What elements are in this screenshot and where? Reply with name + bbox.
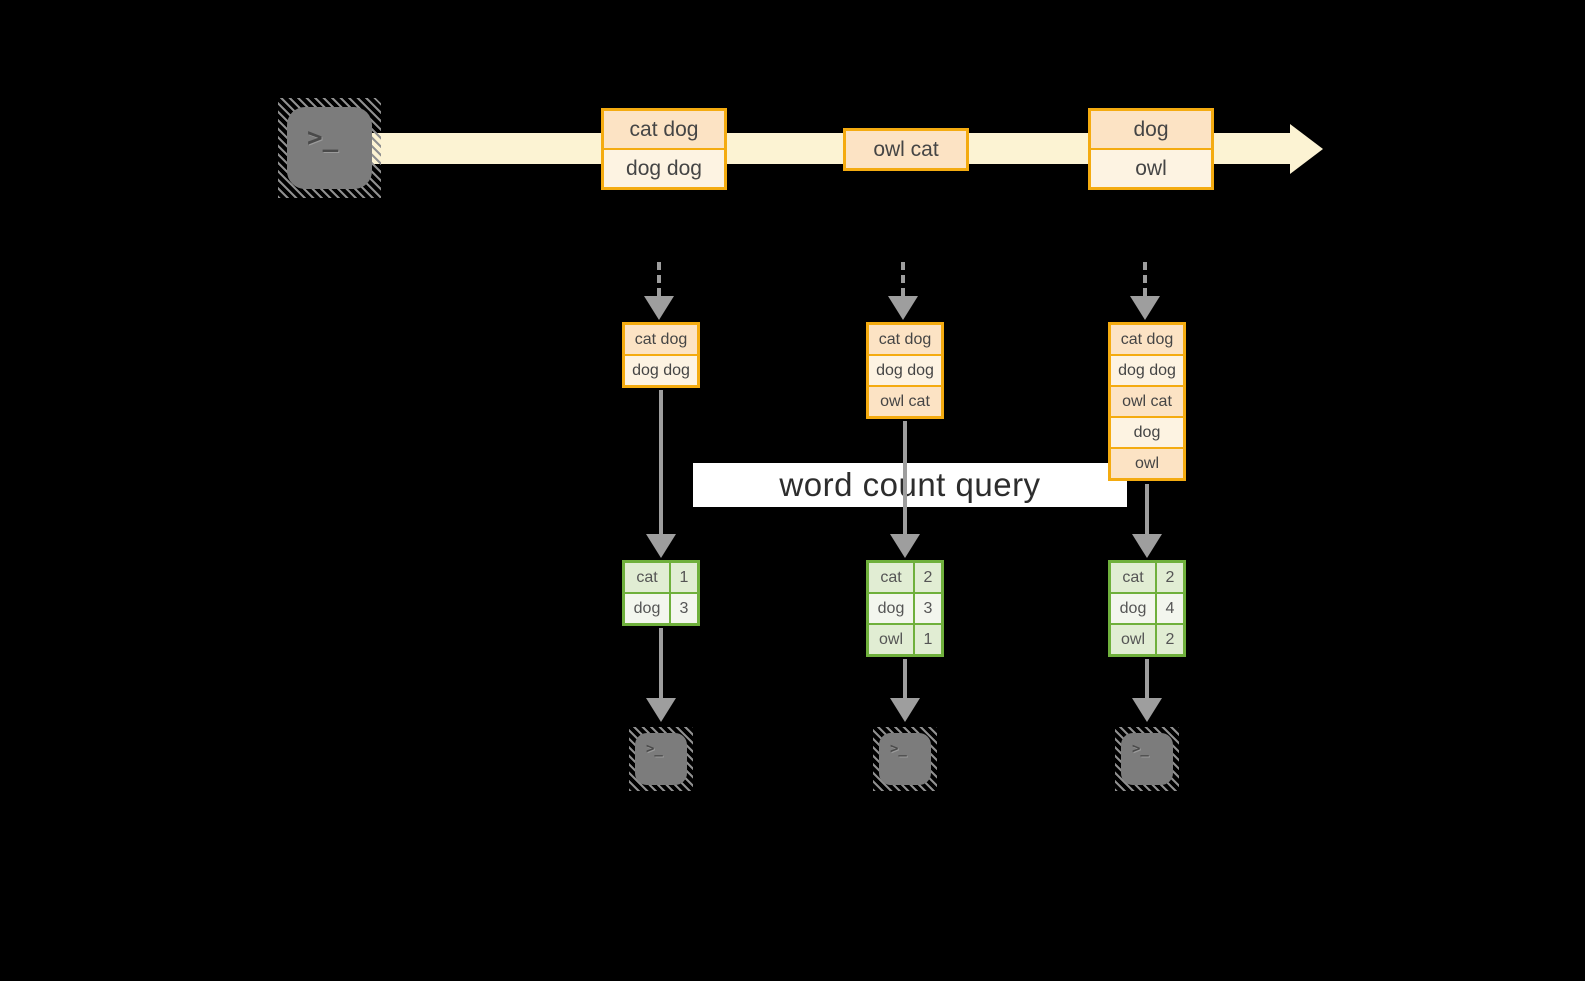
- record-cell: dog: [1111, 416, 1183, 447]
- query-arrow-line-3: [1145, 484, 1149, 536]
- terminal-source-icon: >_: [278, 98, 381, 198]
- dashed-arrow-head-2: [888, 296, 918, 320]
- stream-batch-2: owl cat: [843, 128, 969, 171]
- record-cell: cat dog: [604, 111, 724, 148]
- count-word: dog: [625, 594, 669, 623]
- output-arrow-line-1: [659, 628, 663, 698]
- output-arrow-line-3: [1145, 659, 1149, 698]
- record-cell: owl cat: [846, 131, 966, 168]
- terminal-prompt-icon: >_: [890, 741, 907, 757]
- terminal-prompt-icon: >_: [646, 741, 663, 757]
- count-word: dog: [869, 594, 913, 623]
- count-value: 2: [913, 563, 941, 592]
- record-cell: dog dog: [625, 354, 697, 385]
- terminal-output-icon-1: >_: [629, 727, 693, 791]
- count-word: dog: [1111, 594, 1155, 623]
- dashed-arrow-head-3: [1130, 296, 1160, 320]
- query-arrow-head-1: [646, 534, 676, 558]
- record-cell: cat dog: [625, 325, 697, 354]
- record-cell: owl cat: [869, 385, 941, 416]
- count-value: 3: [669, 594, 697, 623]
- query-arrow-head-2: [890, 534, 920, 558]
- record-cell: owl: [1091, 148, 1211, 187]
- count-value: 1: [913, 625, 941, 654]
- terminal-prompt-icon: >_: [307, 123, 339, 153]
- dashed-arrow-line-1: [657, 262, 661, 296]
- dashed-arrow-head-1: [644, 296, 674, 320]
- count-value: 2: [1155, 625, 1183, 654]
- dashed-arrow-line-3: [1143, 262, 1147, 296]
- output-arrow-head-1: [646, 698, 676, 722]
- count-word: cat: [625, 563, 669, 592]
- count-value: 1: [669, 563, 697, 592]
- terminal-screen: >_: [1121, 733, 1173, 785]
- count-value: 2: [1155, 563, 1183, 592]
- record-cell: dog dog: [1111, 354, 1183, 385]
- output-arrow-line-2: [903, 659, 907, 698]
- record-cell: owl cat: [1111, 385, 1183, 416]
- output-arrow-head-2: [890, 698, 920, 722]
- count-word: owl: [1111, 625, 1155, 654]
- terminal-screen: >_: [879, 733, 931, 785]
- stream-arrowhead: [1290, 124, 1323, 174]
- terminal-screen: >_: [635, 733, 687, 785]
- query-arrow-line-1: [659, 390, 663, 536]
- terminal-screen: >_: [287, 107, 372, 189]
- dashed-arrow-line-2: [901, 262, 905, 296]
- count-word: cat: [1111, 563, 1155, 592]
- count-value: 3: [913, 594, 941, 623]
- terminal-prompt-icon: >_: [1132, 741, 1149, 757]
- count-word: cat: [869, 563, 913, 592]
- record-cell: dog dog: [869, 354, 941, 385]
- terminal-output-icon-2: >_: [873, 727, 937, 791]
- count-word: owl: [869, 625, 913, 654]
- query-arrow-line-2: [903, 421, 907, 536]
- output-arrow-head-3: [1132, 698, 1162, 722]
- query-label: word count query: [779, 466, 1041, 503]
- record-cell: cat dog: [1111, 325, 1183, 354]
- record-cell: cat dog: [869, 325, 941, 354]
- record-cell: dog dog: [604, 148, 724, 187]
- record-cell: owl: [1111, 447, 1183, 478]
- record-cell: dog: [1091, 111, 1211, 148]
- terminal-output-icon-3: >_: [1115, 727, 1179, 791]
- query-banner: word count query: [693, 463, 1127, 507]
- count-value: 4: [1155, 594, 1183, 623]
- query-arrow-head-3: [1132, 534, 1162, 558]
